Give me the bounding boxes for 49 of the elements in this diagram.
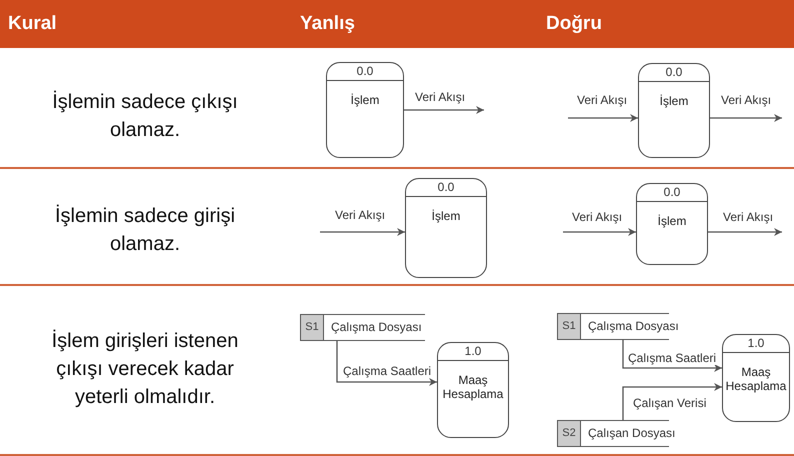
edge-label: Çalışan Verisi — [632, 396, 708, 410]
arrow — [563, 228, 636, 236]
edge-label: Veri Akışı — [414, 90, 466, 104]
process-number: 1.0 — [723, 335, 789, 353]
process-number: 0.0 — [639, 64, 709, 82]
process-box — [636, 183, 708, 265]
column-heading: Kural — [8, 12, 57, 36]
arrow — [568, 114, 638, 122]
arrow — [710, 114, 782, 122]
store-id: S1 — [301, 315, 324, 340]
store-id: S1 — [558, 314, 581, 339]
arrow — [404, 106, 484, 114]
process-box — [405, 178, 487, 278]
edge-label: Veri Akışı — [720, 93, 772, 107]
process-number: 0.0 — [406, 179, 486, 197]
process-box — [437, 342, 509, 438]
process-name: İşlem — [658, 94, 690, 108]
process-name: Maaş Hesaplama — [442, 373, 504, 401]
process-name: Maaş Hesaplama — [725, 365, 787, 393]
arrow — [320, 228, 405, 236]
process-number: 0.0 — [637, 184, 707, 202]
store-name: Çalışma Dosyası — [588, 318, 679, 335]
process-box — [326, 62, 404, 158]
arrow — [336, 341, 437, 386]
column-heading: Yanlış — [300, 12, 355, 36]
rule-text: İşlemin sadece çıkışı olamaz. — [51, 90, 239, 143]
edge-label: Veri Akışı — [722, 210, 774, 224]
process-number: 1.0 — [438, 343, 508, 361]
process-name: İşlem — [350, 93, 380, 107]
data-store — [300, 314, 425, 341]
process-name: İşlem — [430, 209, 462, 223]
process-box — [722, 334, 790, 422]
store-id: S2 — [558, 421, 581, 446]
arrow — [708, 228, 782, 236]
arrow — [622, 340, 722, 372]
process-box — [638, 63, 710, 158]
process-number: 0.0 — [327, 63, 403, 81]
edge-label: Veri Akışı — [571, 210, 624, 224]
rule-text: İşlemin sadece girişi olamaz. — [54, 204, 236, 257]
process-name: İşlem — [656, 214, 688, 228]
edge-label: Veri Akışı — [334, 208, 386, 222]
store-name: Çalışan Dosyası — [588, 425, 676, 442]
edge-label: Veri Akışı — [576, 93, 628, 107]
rule-text: İşlem girişleri istenen çıkışı verecek kadar yeterli olmalıdır. — [50, 328, 240, 410]
edge-label: Çalışma Saatleri — [342, 364, 432, 378]
arrow — [622, 383, 722, 420]
edge-label: Çalışma Saatleri — [627, 351, 718, 365]
column-heading: Doğru — [546, 12, 602, 36]
store-name: Çalışma Dosyası — [331, 319, 422, 336]
